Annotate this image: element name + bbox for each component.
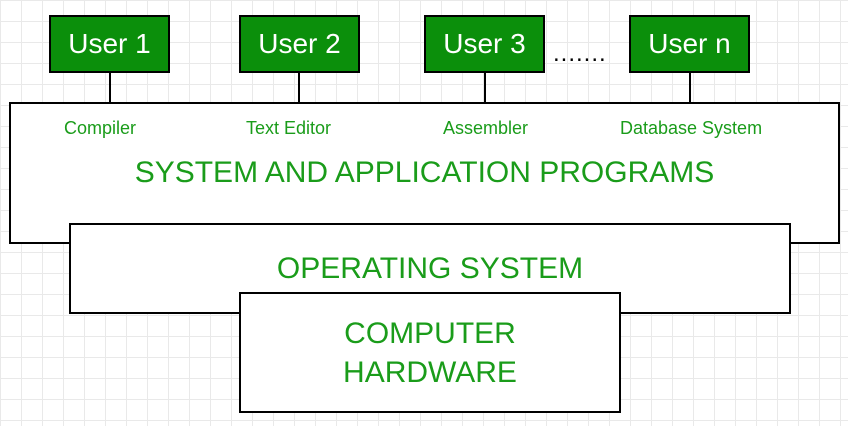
program-label-compiler: Compiler [64,118,137,138]
user-label: User 3 [443,28,526,59]
hardware-title-line-2: HARDWARE [343,356,517,389]
applications-layer [9,102,840,244]
user-box-2: User 2 [239,15,360,73]
connector-user-n [689,73,691,103]
connector-user-3 [484,73,486,103]
user-label: User 2 [258,28,341,59]
hardware-title-line-1: COMPUTER [344,317,516,350]
program-label-text-editor: Text Editor [246,118,332,138]
user-box-1: User 1 [49,15,170,73]
program-label-database-system: Database System [620,118,763,138]
applications-title: SYSTEM AND APPLICATION PROGRAMS [134,156,715,189]
hardware-layer [239,292,621,413]
connector-user-2 [298,73,300,103]
user-box-n: User n [629,15,750,73]
user-label: User 1 [68,28,151,59]
user-label: User n [648,28,731,59]
connector-user-1 [109,73,111,103]
operating-system-title: OPERATING SYSTEM [276,252,584,285]
program-label-assembler: Assembler [443,118,529,138]
user-box-3: User 3 [424,15,545,73]
more-users-ellipsis: ....... [553,40,607,67]
